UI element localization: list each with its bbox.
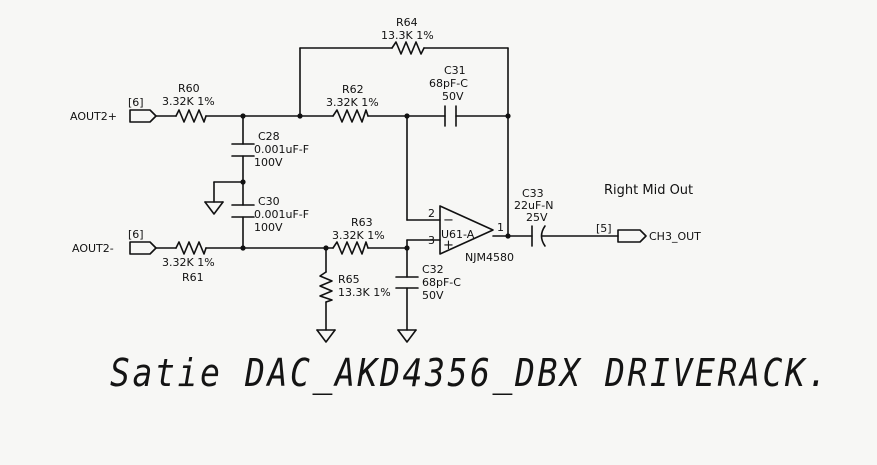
wires (155, 47, 619, 331)
r60-value: 3.32K 1% (162, 95, 215, 108)
c28-ref: C28 (258, 130, 280, 143)
resistor-r64: R64 13.3K 1% (381, 16, 434, 55)
c28-voltage: 100V (254, 156, 283, 169)
capacitor-c32: C32 68pF-C 50V (395, 263, 461, 302)
ground-symbol (397, 329, 417, 343)
capacitor-c31: C31 68pF-C 50V (429, 64, 468, 127)
resistor-r61: 3.32K 1% R61 (162, 241, 215, 284)
c32-voltage: 50V (422, 289, 444, 302)
r64-value: 13.3K 1% (381, 29, 434, 42)
port-aout2-plus: [6] AOUT2+ (70, 96, 157, 123)
port-ch3-out: [5] CH3_OUT (596, 222, 701, 243)
opamp-part: NJM4580 (465, 251, 514, 264)
c32-ref: C32 (422, 263, 444, 276)
r65-value: 13.3K 1% (338, 286, 391, 299)
port-aout2-plus-label: AOUT2+ (70, 110, 117, 123)
resistor-r65: R65 13.3K 1% (319, 271, 391, 303)
capacitor-c30: C30 0.001uF-F 100V (231, 195, 309, 234)
junction-dot (323, 245, 329, 251)
port-ch3-out-ref: [5] (596, 222, 612, 235)
r64-ref: R64 (396, 16, 418, 29)
r61-value: 3.32K 1% (162, 256, 215, 269)
opamp-pin-out-number: 1 (497, 221, 504, 234)
opamp-plus-sign: + (443, 238, 454, 253)
c30-ref: C30 (258, 195, 280, 208)
opamp-pin-minus-number: 2 (428, 207, 435, 220)
port-ch3-out-label: CH3_OUT (649, 230, 701, 243)
c33-voltage: 25V (526, 211, 548, 224)
junction-dot (404, 245, 410, 251)
r65-ref: R65 (338, 273, 360, 286)
opamp-ref: U61-A (441, 228, 475, 241)
c31-value: 68pF-C (429, 77, 468, 90)
r63-ref: R63 (351, 216, 373, 229)
port-aout2-minus: [6] AOUT2- (72, 228, 157, 255)
junction-dot (297, 113, 303, 119)
c32-value: 68pF-C (422, 276, 461, 289)
junction-dot (240, 179, 246, 185)
c30-value: 0.001uF-F (254, 208, 309, 221)
c33-value: 22uF-N (514, 199, 554, 212)
opamp-pin-plus-number: 3 (428, 234, 435, 247)
resistor-r60: R60 3.32K 1% (162, 82, 215, 123)
junction-dot (240, 245, 246, 251)
junctions (240, 113, 511, 251)
junction-dot (404, 113, 410, 119)
r60-ref: R60 (178, 82, 200, 95)
c31-voltage: 50V (442, 90, 464, 103)
c33-ref: C33 (522, 187, 544, 200)
ground-symbol (204, 201, 224, 215)
opamp-u61: 2 3 − + U61-A NJM4580 1 (428, 205, 514, 264)
port-aout2-minus-ref: [6] (128, 228, 144, 241)
junction-dot (240, 113, 246, 119)
output-label: Right Mid Out (604, 183, 693, 198)
r62-value: 3.32K 1% (326, 96, 379, 109)
r61-ref: R61 (182, 271, 204, 284)
handwritten-note: Satie DAC_AKD4356_DBX DRIVERACK. (110, 351, 830, 396)
junction-dot (505, 113, 511, 119)
capacitor-c28: C28 0.001uF-F 100V (231, 130, 309, 169)
port-aout2-plus-ref: [6] (128, 96, 144, 109)
r62-ref: R62 (342, 83, 364, 96)
ground-symbol (316, 329, 336, 343)
c28-value: 0.001uF-F (254, 143, 309, 156)
c31-ref: C31 (444, 64, 466, 77)
junction-dot (505, 233, 511, 239)
resistor-r63: R63 3.32K 1% (332, 216, 385, 255)
port-aout2-minus-label: AOUT2- (72, 242, 114, 255)
r63-value: 3.32K 1% (332, 229, 385, 242)
capacitor-c33: C33 22uF-N 25V (514, 187, 554, 247)
opamp-minus-sign: − (443, 213, 454, 228)
c30-voltage: 100V (254, 221, 283, 234)
resistor-r62: R62 3.32K 1% (326, 83, 379, 123)
